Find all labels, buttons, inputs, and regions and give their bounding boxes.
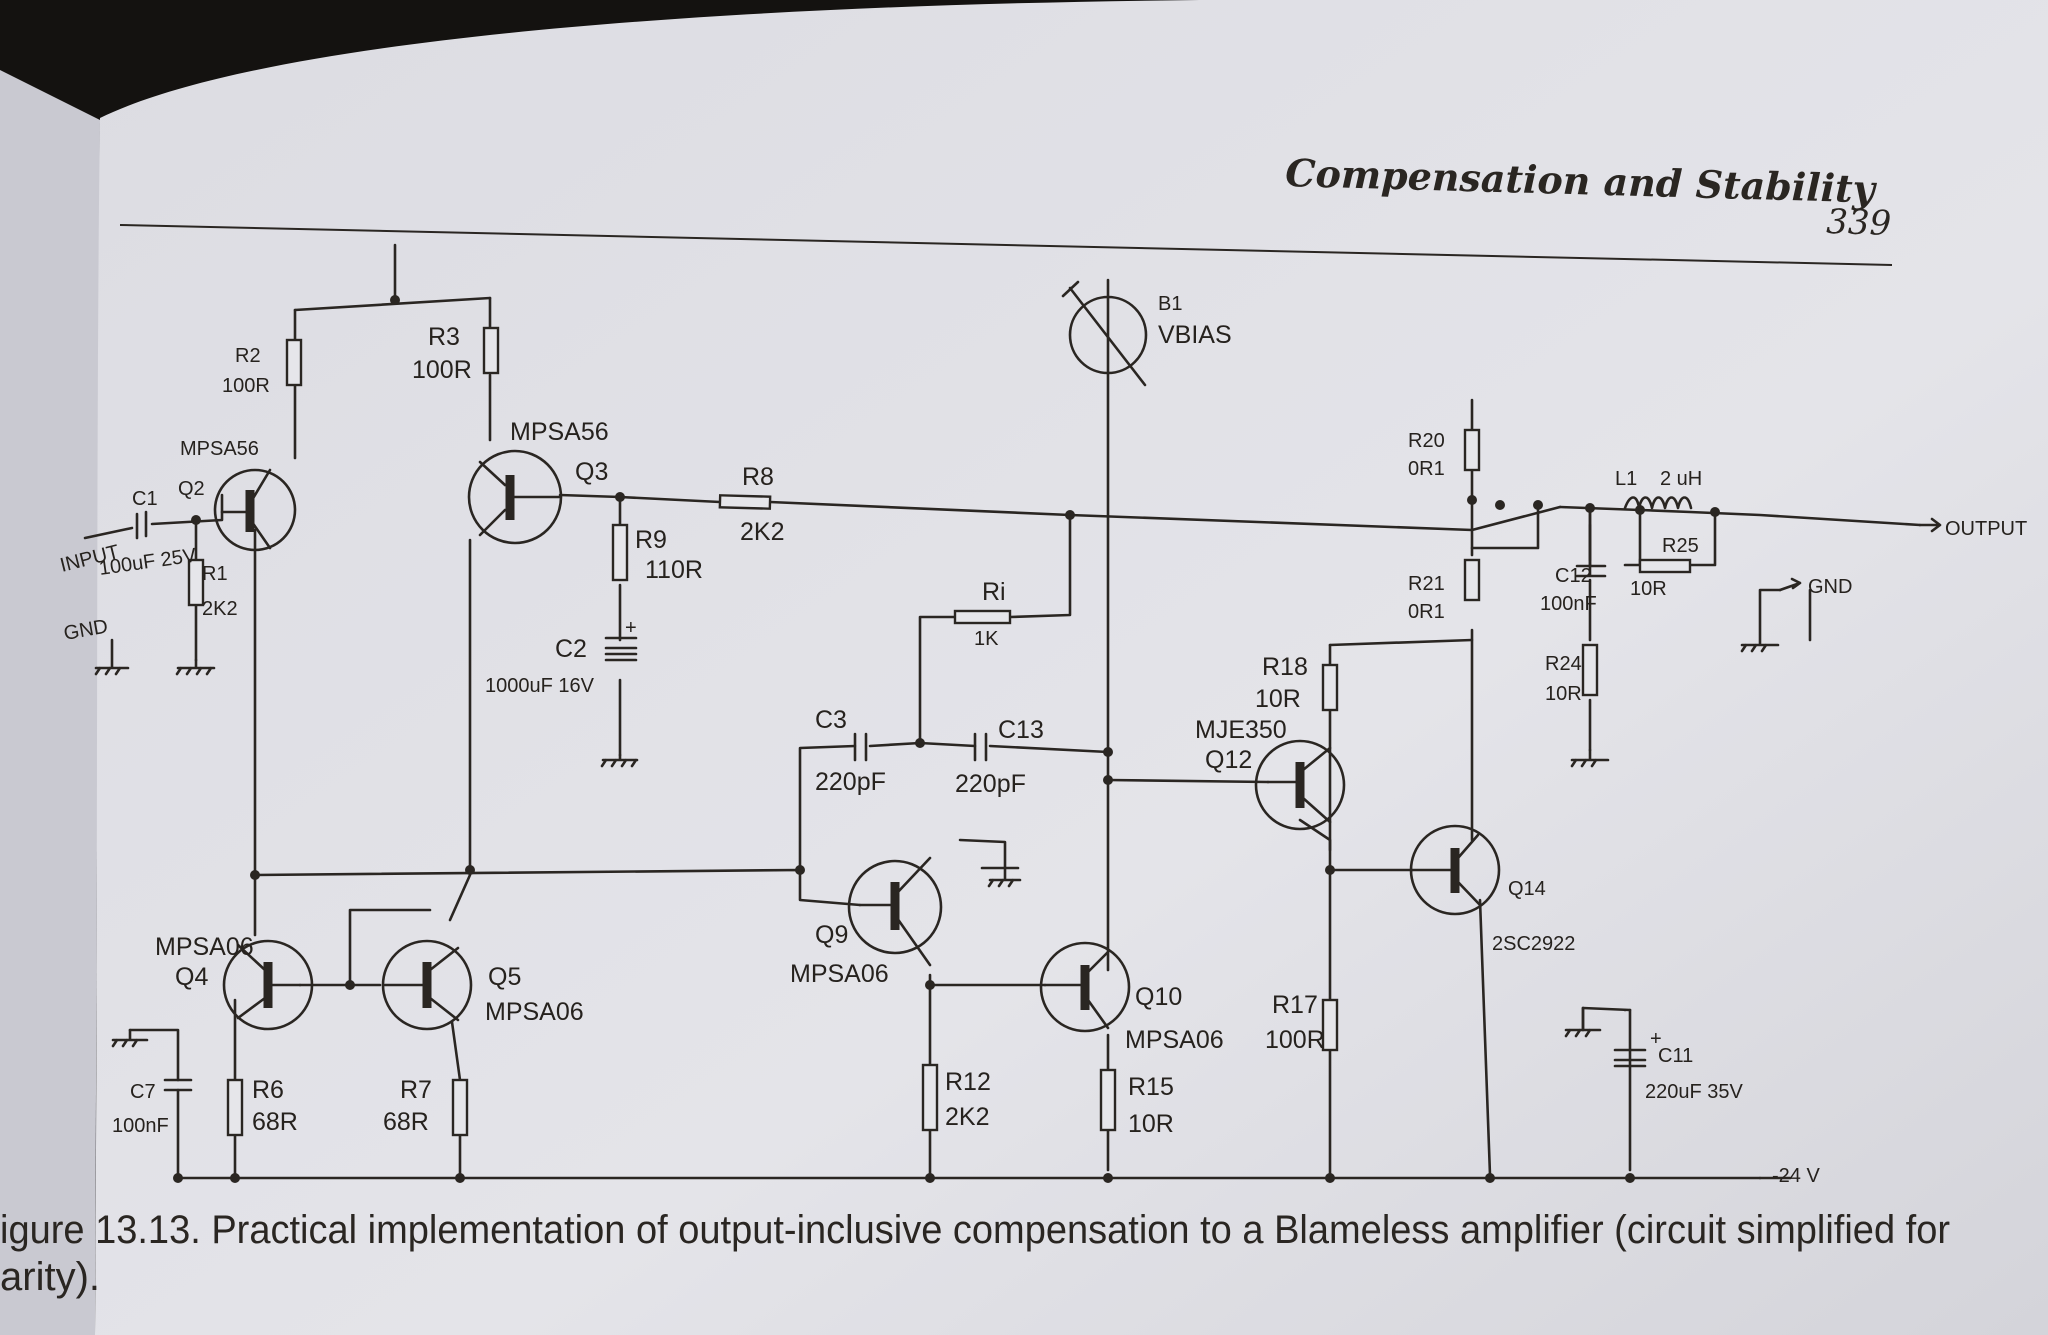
c3-value: 220pF [815, 768, 886, 796]
r8-value: 2K2 [740, 518, 784, 546]
q9-symbol [847, 856, 943, 967]
r24-ref: R24 [1545, 653, 1582, 675]
r12-value: 2K2 [945, 1103, 989, 1131]
r1-ref: R1 [202, 563, 228, 585]
q12-ref: Q12 [1205, 746, 1252, 774]
c2-value: 1000uF 16V [485, 675, 595, 697]
r17-ref: R17 [1272, 991, 1318, 1019]
q14-ref: Q14 [1508, 878, 1546, 900]
q9-part: MPSA06 [790, 960, 889, 988]
r1-value: 2K2 [202, 598, 238, 620]
figure-caption-line2: arity). [0, 1255, 100, 1299]
junction-dots [173, 295, 1720, 1183]
r2-value: 100R [222, 375, 270, 397]
r6-ref: R6 [252, 1076, 284, 1104]
figure-caption-line1: igure 13.13. Practical implementation of… [0, 1208, 1950, 1252]
r18-ref: R18 [1262, 653, 1308, 681]
supply-label: -24 V [1772, 1165, 1820, 1187]
r17-value: 100R [1265, 1026, 1325, 1054]
c11-value: 220uF 35V [1645, 1081, 1744, 1103]
ri-value: 1K [974, 628, 999, 650]
c11-ref: C11 [1658, 1045, 1693, 1067]
q9-ref: Q9 [815, 921, 848, 949]
q5-part: MPSA06 [485, 998, 584, 1026]
l1-ref: L1 [1615, 468, 1637, 490]
q2-symbol [213, 468, 297, 552]
c1-ref: C1 [132, 488, 158, 510]
q12-symbol [1254, 739, 1346, 831]
r2-ref: R2 [235, 345, 261, 367]
gnd-out-port-label: GND [1808, 576, 1852, 598]
r18-value: 10R [1255, 685, 1301, 713]
q5-ref: Q5 [488, 963, 521, 991]
c13-ref: C13 [998, 716, 1044, 744]
q12-part: MJE350 [1195, 716, 1287, 744]
header-rule [119, 224, 1893, 266]
previous-page-edge [0, 70, 100, 1335]
q3-part: MPSA56 [510, 418, 609, 446]
r20-ref: R20 [1408, 430, 1445, 452]
r25-value: 10R [1630, 578, 1667, 600]
resistor-symbols [187, 326, 1692, 1137]
ground-symbols [94, 588, 1782, 1048]
capacitor-symbols: + + [135, 510, 1662, 1092]
r9-ref: R9 [635, 526, 667, 554]
page-paper [95, 0, 2048, 1335]
r3-value: 100R [412, 356, 472, 384]
r8-ref: R8 [742, 463, 774, 491]
q14-part: 2SC2922 [1492, 933, 1575, 955]
r12-ref: R12 [945, 1068, 991, 1096]
r3-ref: R3 [428, 323, 460, 351]
r7-value: 68R [383, 1108, 429, 1136]
q2-ref: Q2 [178, 478, 205, 500]
r21-value: 0R1 [1408, 601, 1445, 623]
component-labels: R2 100R R3 100R MPSA56 Q2 C1 100uF 25V R… [98, 293, 1744, 1138]
q10-part: MPSA06 [1125, 1026, 1224, 1054]
q3-ref: Q3 [575, 458, 608, 486]
c3-ref: C3 [815, 706, 847, 734]
q3-symbol [467, 449, 563, 545]
c13-value: 220pF [955, 770, 1026, 798]
port-arrows [1758, 517, 1942, 1180]
page-number: 339 [1826, 202, 1892, 244]
r15-ref: R15 [1128, 1073, 1174, 1101]
q10-ref: Q10 [1135, 983, 1182, 1011]
r20-value: 0R1 [1408, 458, 1445, 480]
svg-text:+: + [1650, 1028, 1662, 1050]
transistor-symbols [213, 449, 1501, 1033]
c12-value: 100nF [1540, 593, 1597, 615]
svg-text:+: + [625, 617, 637, 639]
q4-part: MPSA06 [155, 933, 254, 961]
q10-symbol [1039, 941, 1131, 1033]
r9-value: 110R [645, 556, 703, 584]
q2-part: MPSA56 [180, 438, 259, 460]
c7-value: 100nF [112, 1115, 169, 1137]
r7-ref: R7 [400, 1076, 432, 1104]
c7-ref: C7 [130, 1081, 156, 1103]
r15-value: 10R [1128, 1110, 1174, 1138]
inductor-symbol [1623, 496, 1693, 510]
c12-ref: C12 [1555, 565, 1592, 587]
b1-value: VBIAS [1158, 321, 1232, 349]
r21-ref: R21 [1408, 573, 1445, 595]
q4-ref: Q4 [175, 963, 208, 991]
q14-symbol [1409, 824, 1501, 916]
vbias-symbol [1061, 280, 1148, 387]
l1-value: 2 uH [1660, 468, 1702, 490]
c2-ref: C2 [555, 635, 587, 663]
r25-ref: R25 [1662, 535, 1699, 557]
r24-value: 10R [1545, 683, 1582, 705]
q4-symbol [222, 939, 314, 1031]
ri-ref: Ri [982, 578, 1006, 606]
q5-symbol [381, 939, 473, 1031]
output-port-label: OUTPUT [1945, 518, 2027, 540]
b1-ref: B1 [1158, 293, 1182, 315]
r6-value: 68R [252, 1108, 298, 1136]
